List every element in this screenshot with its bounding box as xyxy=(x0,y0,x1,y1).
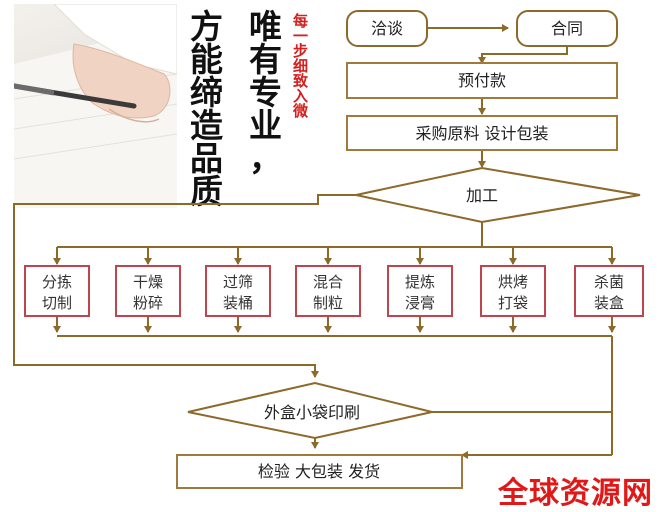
inspection-shipping-label: 检验 大包装 发货 xyxy=(258,462,380,481)
process-box: 杀菌 装盒 xyxy=(574,265,644,317)
connector-lines xyxy=(13,24,616,459)
slogan-small-char: 每 xyxy=(293,12,309,30)
slogan-char: 造 xyxy=(190,106,223,145)
process-box: 提炼 浸膏 xyxy=(387,265,453,317)
process-line2: 浸膏 xyxy=(405,294,435,312)
start-negotiation-node: 洽谈 xyxy=(346,10,428,47)
purchase-design-label: 采购原料 设计包装 xyxy=(415,124,548,143)
hand-illustration xyxy=(14,4,177,208)
process-line1: 混合 xyxy=(313,273,343,291)
process-box: 分拣 切制 xyxy=(24,265,90,317)
process-line1: 干燥 xyxy=(133,273,163,291)
contract-node: 合同 xyxy=(516,10,618,47)
process-line1: 分拣 xyxy=(42,273,72,291)
slogan-char: 能 xyxy=(190,40,223,79)
watermark-text: 全球资源网 xyxy=(498,476,653,511)
purchase-design-node: 采购原料 设计包装 xyxy=(346,115,618,151)
slogan-char: 唯 xyxy=(249,7,282,46)
slogan-small-char: 微 xyxy=(293,102,309,120)
contract-label: 合同 xyxy=(551,19,583,38)
process-line2: 装盒 xyxy=(594,294,624,312)
prepayment-node: 预付款 xyxy=(346,62,618,99)
process-box: 烘烤 打袋 xyxy=(480,265,546,317)
process-box: 干燥 粉碎 xyxy=(115,265,181,317)
processing-label: 加工 xyxy=(466,186,498,205)
slogan-char: ， xyxy=(249,139,282,178)
process-box: 过筛 装桶 xyxy=(205,265,271,317)
slogan-column-a: 唯 有 专 业 ， xyxy=(249,10,282,175)
process-line2: 打袋 xyxy=(498,294,528,312)
slogan-small-column: 每 一 步 细 致 入 微 xyxy=(293,14,308,119)
slogan-char: 方 xyxy=(190,7,223,46)
process-line1: 杀菌 xyxy=(594,273,624,291)
slogan-small-char: 致 xyxy=(293,72,309,90)
start-negotiation-label: 洽谈 xyxy=(371,19,403,38)
slogan-small-char: 细 xyxy=(293,57,309,75)
slogan-char: 专 xyxy=(249,73,282,112)
slogan-char: 质 xyxy=(190,172,223,211)
process-line1: 提炼 xyxy=(405,273,435,291)
slogan-small-char: 一 xyxy=(293,27,309,45)
process-line2: 制粒 xyxy=(313,294,343,312)
slogan-char: 业 xyxy=(249,106,282,145)
processing-decision-node: 加工 xyxy=(355,166,641,224)
print-packaging-node: 外盒小袋印刷 xyxy=(187,381,433,440)
process-line1: 过筛 xyxy=(223,273,253,291)
prepayment-label: 预付款 xyxy=(458,71,506,90)
slogan-char: 缔 xyxy=(190,73,223,112)
slogan-char: 品 xyxy=(190,139,223,178)
process-line1: 烘烤 xyxy=(498,273,528,291)
process-line2: 切制 xyxy=(42,294,72,312)
inspection-shipping-node: 检验 大包装 发货 xyxy=(176,454,463,489)
writing-hand-photo xyxy=(14,4,177,208)
slogan-char: 有 xyxy=(249,40,282,79)
process-line2: 粉碎 xyxy=(133,294,163,312)
slogan-small-char: 入 xyxy=(293,87,309,105)
slogan-column-b: 方 能 缔 造 品 质 xyxy=(190,10,223,208)
process-box: 混合 制粒 xyxy=(295,265,361,317)
process-line2: 装桶 xyxy=(223,294,253,312)
print-packaging-label: 外盒小袋印刷 xyxy=(264,403,360,422)
slogan-small-char: 步 xyxy=(293,42,309,60)
